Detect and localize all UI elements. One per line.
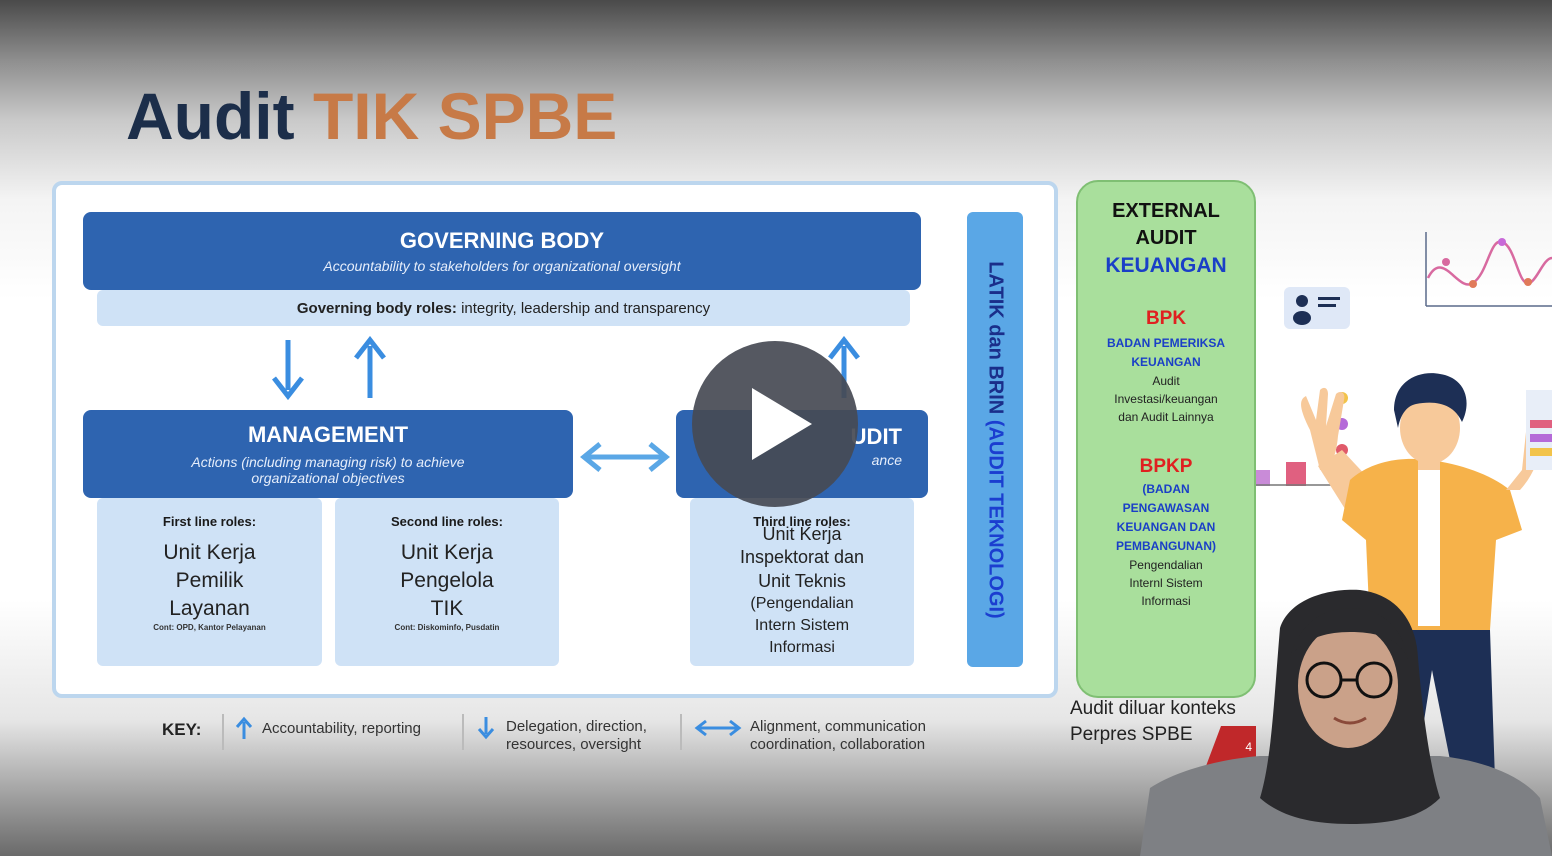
bpkp-t1: Pengendalian [1129,558,1203,572]
internal-audit-heading: UDIT [850,424,902,449]
second-line-title: Second line roles: [391,514,503,529]
latik-brin-bar: LATIK dan BRIN (AUDIT TEKNOLOGI) [967,212,1023,667]
outside-context-note: Audit diluar konteks Perpres SPBE [1070,696,1236,748]
latik-brin-label: LATIK dan BRIN (AUDIT TEKNOLOGI) [984,261,1007,618]
arrow-up-icon [352,335,388,410]
bpkp-b1: (BADAN [1142,482,1190,496]
arrow-up-icon [234,716,254,744]
bpkp-label: BPKP [1139,456,1193,477]
bpk-t3: dan Audit Lainnya [1118,410,1214,424]
management-heading: MANAGEMENT [247,422,409,447]
outside-note-2: Perpres SPBE [1070,724,1193,745]
key-divider [680,714,682,750]
third-line-l5: Intern Sistem [754,617,850,634]
key-delegation-1: Delegation, direction, [506,718,647,735]
first-line-cont: Cont: OPD, Kantor Pelayanan [153,623,266,632]
play-button[interactable] [692,341,858,507]
third-line-l1: Unit Kerja [762,524,842,544]
arrow-both-icon [578,440,672,479]
webcam-presenter [1140,588,1552,856]
bpkp-b2: PENGAWASAN [1122,501,1210,515]
key-divider [462,714,464,750]
key-accountability: Accountability, reporting [262,720,421,737]
slide-title-part2: TIK SPBE [312,79,618,153]
line-chart-icon [1418,228,1552,308]
first-line-title: First line roles: [162,514,257,529]
diagram-key: KEY: Accountability, reporting Delegatio… [52,710,1052,760]
third-line-roles-box: Third line roles: Unit Kerja Inspektorat… [690,498,914,666]
governing-body-subtitle: Accountability to stakeholders for organ… [323,258,681,274]
governing-body-box: GOVERNING BODY Accountability to stakeho… [83,212,921,290]
bpk-label: BPK [1145,308,1187,329]
outside-note-1: Audit diluar konteks [1070,698,1236,719]
first-line-l3: Layanan [169,597,250,620]
arrow-down-icon [476,716,496,744]
external-h2: AUDIT [1135,227,1197,249]
key-alignment-2: coordination, collaboration [750,736,926,753]
bar-chart-decoration [1256,460,1340,486]
second-line-l2: Pengelola [400,569,494,592]
bpk-t1: Audit [1152,374,1180,388]
governing-body-roles: Governing body roles: integrity, leaders… [97,290,910,326]
arrow-both-icon [694,718,742,742]
third-line-title: Third line roles: [753,514,851,529]
key-delegation-2: resources, oversight [506,736,642,753]
key-alignment-1: Alignment, communication [750,718,926,735]
latik-paren: (AUDIT TEKNOLOGI) [984,419,1007,619]
first-line-l2: Pemilik [175,569,244,592]
governing-body-heading: GOVERNING BODY [399,228,605,253]
external-h3: KEUANGAN [1105,254,1227,277]
page-number: 4 [1245,740,1252,754]
third-line-l6: Informasi [769,639,835,656]
management-subtitle-1: Actions (including managing risk) to ach… [191,454,465,470]
management-subtitle-2: organizational objectives [251,470,405,486]
internal-audit-subtitle: ance [871,452,902,468]
key-divider [222,714,224,750]
bpkp-t3: Informasi [1141,594,1191,608]
bpk-b2: KEUANGAN [1131,355,1201,369]
third-line-l2: Inspektorat dan [739,547,865,567]
play-icon [752,388,812,460]
bpkp-t2: Internl Sistem [1129,576,1203,590]
bpk-t2: Investasi/keuangan [1114,392,1218,406]
third-line-l3: Unit Teknis [758,571,846,591]
second-line-roles-box: Second line roles: Unit Kerja Pengelola … [335,498,559,666]
bpkp-b4: PEMBANGUNAN) [1116,539,1216,553]
bpkp-b3: KEUANGAN DAN [1116,520,1216,534]
management-box: MANAGEMENT Actions (including managing r… [83,410,573,498]
first-line-l1: Unit Kerja [163,541,256,564]
first-line-roles-box: First line roles: Unit Kerja Pemilik Lay… [97,498,322,666]
third-line-l4: (Pengendalian [750,595,854,612]
second-line-cont: Cont: Diskominfo, Pusdatin [394,623,500,632]
key-label: KEY: [162,720,202,739]
governing-roles-label: Governing body roles: [296,300,457,317]
second-line-l1: Unit Kerja [400,541,494,564]
second-line-l3: TIK [430,597,464,620]
slide-title: Audit TIK SPBE [126,78,617,154]
latik-text: LATIK dan BRIN [984,260,1007,414]
key-alignment: Alignment, communication coordination, c… [750,718,926,754]
external-audit-box: EXTERNAL AUDIT KEUANGAN BPK BADAN PEMERI… [1076,180,1256,698]
key-delegation: Delegation, direction, resources, oversi… [506,718,647,754]
arrow-down-icon [270,338,306,412]
bpk-b1: BADAN PEMERIKSA [1106,336,1225,350]
external-h1: EXTERNAL [1112,200,1220,222]
slide-title-part1: Audit [126,79,295,153]
user-card-icon [1284,287,1350,329]
governing-roles-text: integrity, leadership and transparency [461,300,711,317]
